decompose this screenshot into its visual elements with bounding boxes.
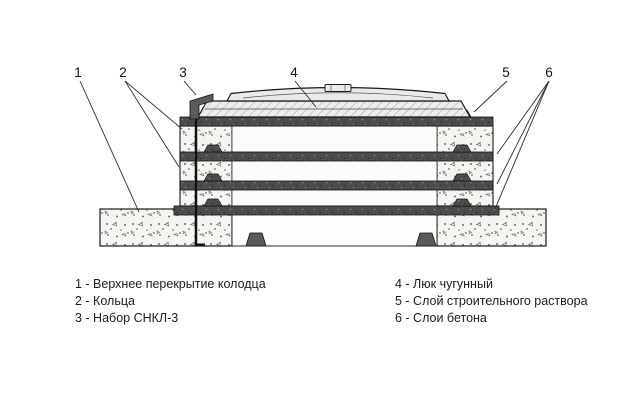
leader-1: [79, 80, 140, 213]
legend-item-3: 3 - Набор СНКЛ-3: [75, 311, 179, 325]
manhole-section-diagram: 1 2 3 4 5 6: [74, 65, 553, 247]
leader-5: [473, 80, 508, 113]
callout-6: 6: [545, 65, 553, 80]
clamp-bracket: [189, 93, 214, 120]
legend-item-1: 1 - Верхнее перекрытие колодца: [75, 277, 266, 291]
leader-2a: [124, 80, 183, 130]
callout-3: 3: [179, 65, 187, 80]
lid-handle: [324, 84, 352, 92]
callout-1: 1: [74, 65, 82, 80]
mortar-concrete-bands: [173, 109, 500, 216]
leader-4: [294, 80, 317, 108]
cast-iron-hatch: [196, 84, 472, 118]
callout-4: 4: [290, 65, 298, 80]
concrete-rings: [179, 125, 494, 207]
legend-item-5: 5 - Слой строительного раствора: [395, 294, 588, 308]
legend-left-column: 1 - Верхнее перекрытие колодца 2 - Кольц…: [75, 276, 266, 327]
technical-drawing-svg: 1 2 3 4 5 6: [74, 65, 553, 247]
callout-numbers: 1 2 3 4 5 6: [74, 65, 553, 80]
leader-3: [183, 80, 197, 96]
callout-2: 2: [119, 65, 127, 80]
leader-6a: [496, 80, 550, 155]
anchor-foot-right: [415, 232, 437, 247]
leader-6b: [496, 80, 550, 185]
snkl-clamp-set: [189, 93, 214, 246]
leader-2b: [124, 80, 180, 168]
legend-item-6: 6 - Слои бетона: [395, 311, 487, 325]
legend-item-2: 2 - Кольца: [75, 294, 135, 308]
anchor-foot-left: [245, 232, 267, 247]
legend-right-column: 4 - Люк чугунный 5 - Слой строительного …: [395, 276, 588, 327]
callout-5: 5: [502, 65, 510, 80]
leader-lines: [79, 80, 550, 213]
legend-item-4: 4 - Люк чугунный: [395, 277, 493, 291]
leader-6c: [494, 80, 550, 210]
